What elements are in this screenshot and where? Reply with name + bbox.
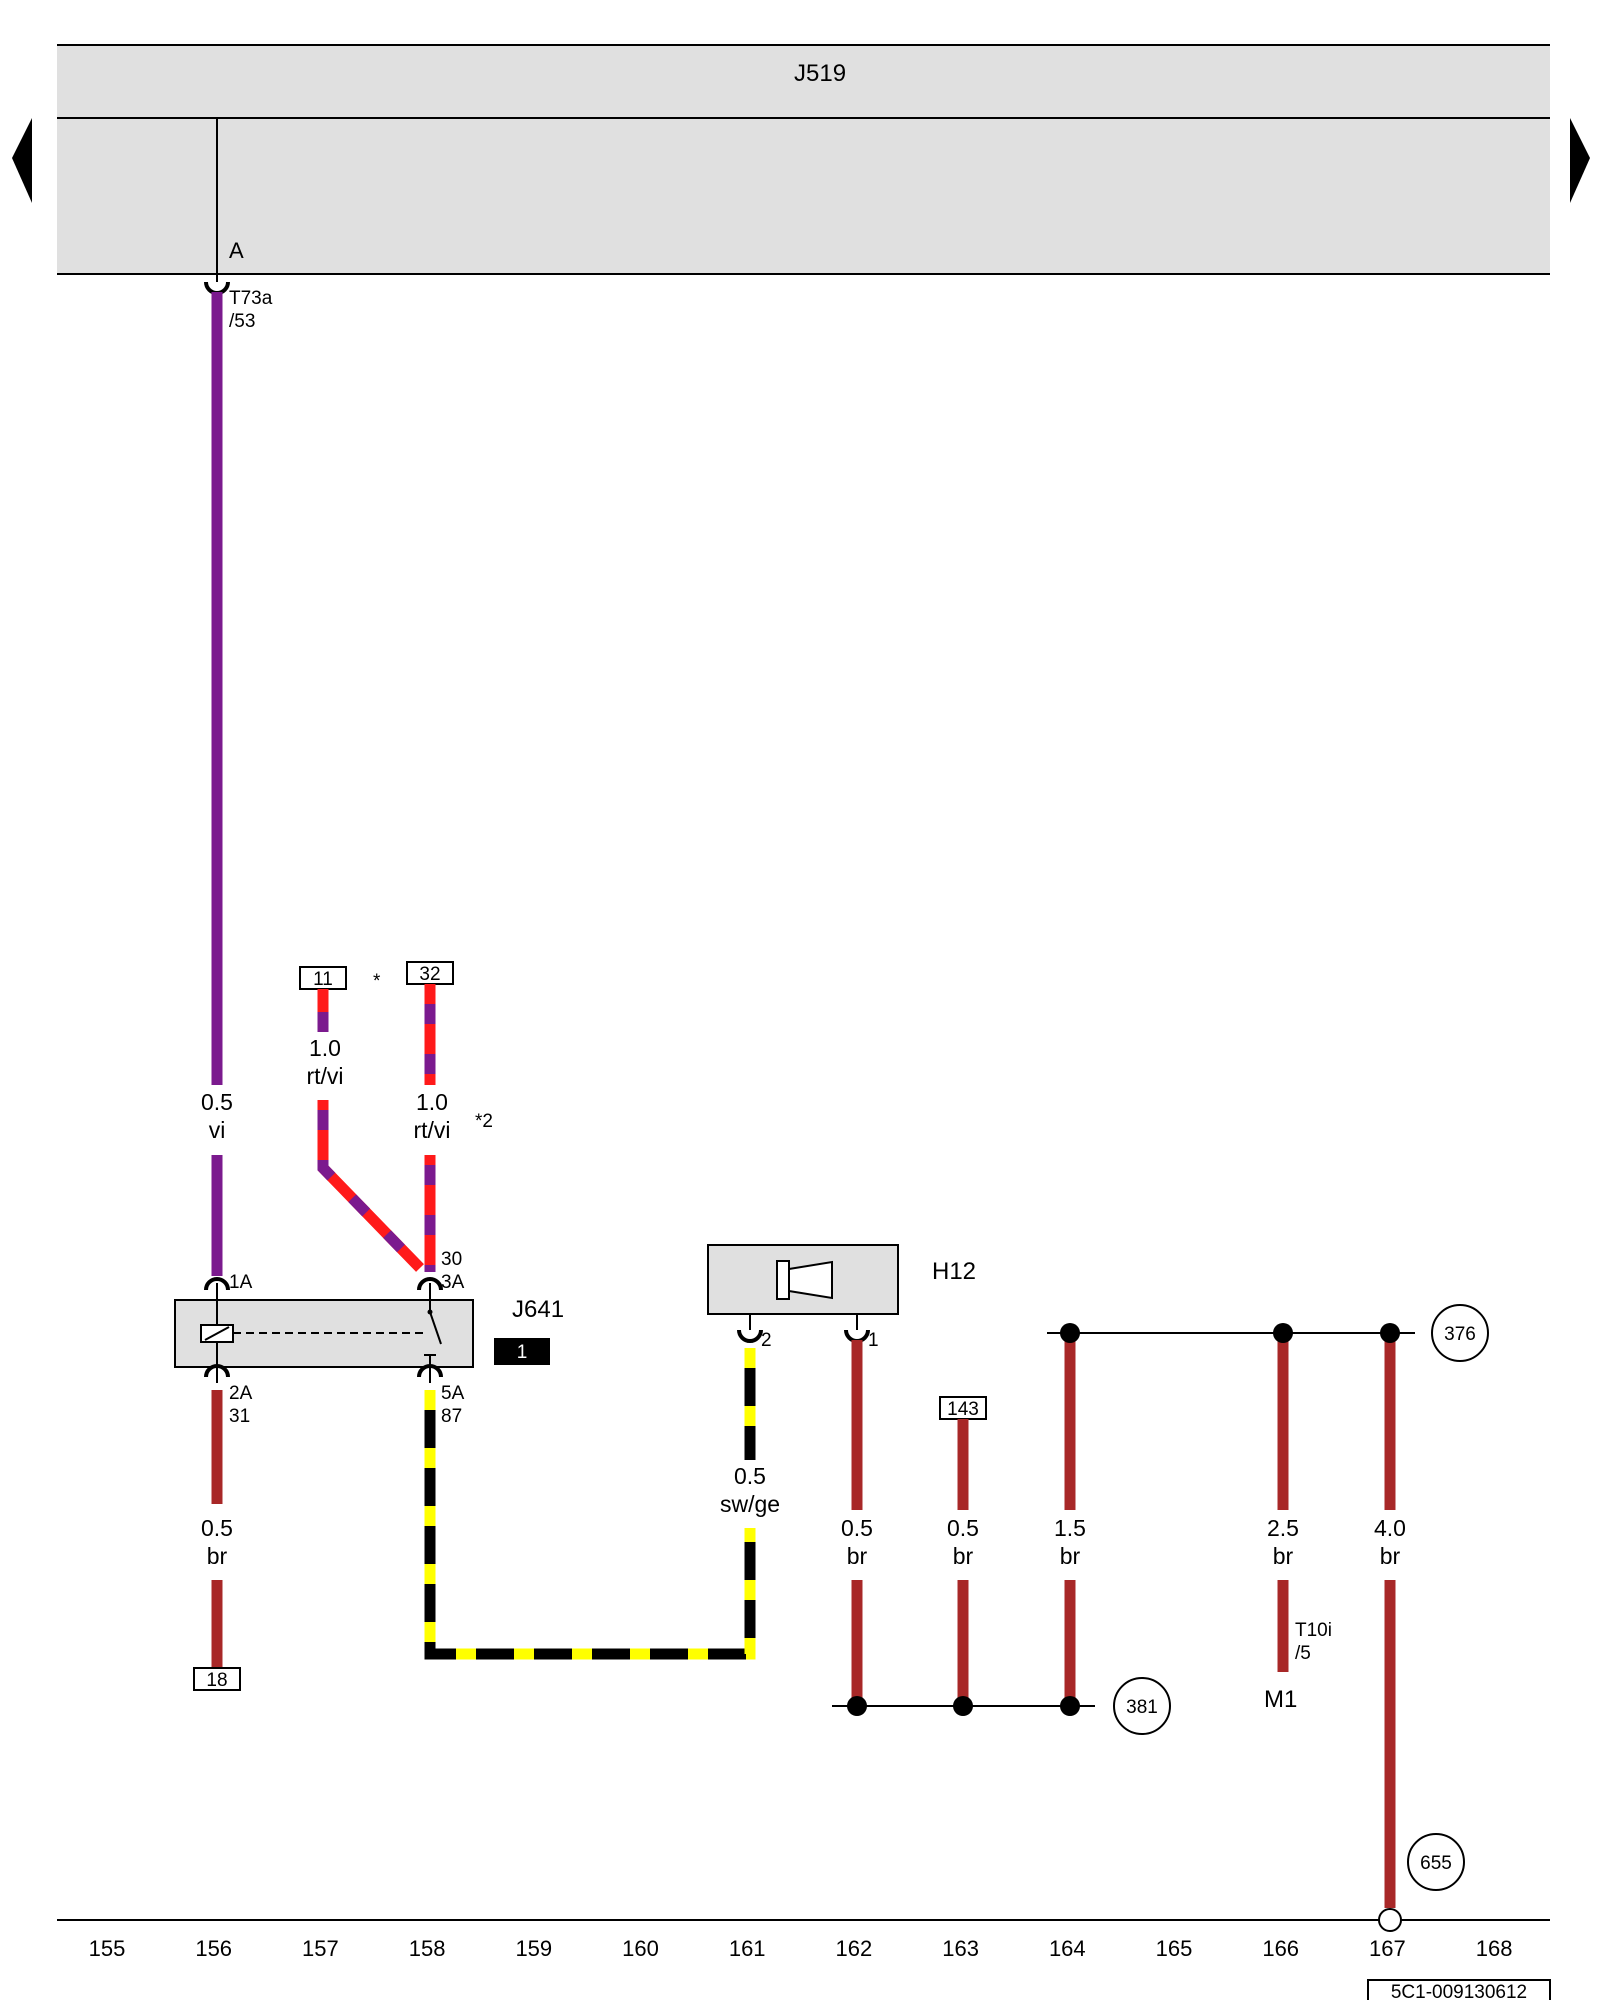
relay-pin-1a: 1A [229, 1272, 253, 1293]
relay-pin-5a-connector-icon [417, 1364, 443, 1378]
horn-icon [776, 1260, 790, 1300]
relay-pin-2a: 2A [229, 1383, 253, 1404]
control-unit-pin-label: A [229, 238, 244, 263]
relay-label: J641 [512, 1296, 564, 1323]
horn-h12 [707, 1244, 899, 1330]
horn-pin-2-connector-icon [737, 1329, 763, 1343]
wire-brown-162-color: br [847, 1543, 868, 1569]
wire-brown-166-size: 2.5 [1267, 1515, 1299, 1541]
ref-box-143-label: 143 [947, 1399, 979, 1420]
wire-swge-size: 0.5 [734, 1463, 766, 1489]
footnote-2: *2 [475, 1111, 493, 1132]
ground-ref-655-label: 655 [1420, 1853, 1452, 1874]
relay-pin-30: 30 [441, 1249, 462, 1270]
wire-violet-color: vi [209, 1117, 226, 1143]
wire-rtvi-158-color: rt/vi [413, 1117, 450, 1143]
junction-bar-381 [832, 1696, 1095, 1716]
wire-brown-166-color: br [1273, 1543, 1294, 1569]
wire-rtvi-157-size: 1.0 [309, 1035, 341, 1061]
grid-number: 160 [622, 1936, 659, 1961]
relay-pin-3a-connector-icon [417, 1277, 443, 1291]
grid-number: 158 [409, 1936, 446, 1961]
motor-label: M1 [1264, 1686, 1297, 1713]
wire-brown-163-color: br [953, 1543, 974, 1569]
grid-number: 155 [89, 1936, 126, 1961]
relay-pin-3a: 3A [441, 1272, 465, 1293]
junction-dot [847, 1696, 867, 1716]
junction-dot [1060, 1323, 1080, 1343]
doc-code: 5C1-009130612 [1391, 1982, 1527, 2000]
grid-number: 156 [195, 1936, 232, 1961]
wire-violet-size: 0.5 [201, 1089, 233, 1115]
relay-switch-icon [429, 1311, 442, 1345]
ref-box-18[interactable] [193, 1667, 241, 1691]
horn-pin-1-connector-icon [844, 1329, 870, 1343]
ground-connection-icon [1378, 1908, 1402, 1932]
grid-numbers: 155 156 157 158 159 160 161 162 163 164 165 166 167 1… [89, 1936, 1513, 1961]
grid-number: 163 [942, 1936, 979, 1961]
wire-red-violet-157 [317, 989, 424, 1272]
relay-pin-1a-connector-icon [204, 1277, 230, 1291]
grid-number: 168 [1476, 1936, 1513, 1961]
horn-pin-1: 1 [868, 1330, 879, 1351]
horn-label: H12 [932, 1258, 976, 1285]
wire-brown-167-color: br [1380, 1543, 1401, 1569]
grid-number: 167 [1369, 1936, 1406, 1961]
grid-number: 161 [729, 1936, 766, 1961]
wire-brown-162-size: 0.5 [841, 1515, 873, 1541]
wire-brown-156-size: 0.5 [201, 1515, 233, 1541]
relay-pin-2a-connector-icon [204, 1364, 230, 1378]
ref-box-32-label: 32 [419, 964, 440, 985]
motor-connector-pin: /5 [1295, 1643, 1311, 1664]
ground-ref-376-label: 376 [1444, 1324, 1476, 1345]
junction-dot [1380, 1323, 1400, 1343]
junction-dot [953, 1696, 973, 1716]
control-unit-j519: J519 A [57, 44, 1550, 282]
relay-pin-31: 31 [229, 1406, 250, 1427]
wire-brown-163-size: 0.5 [947, 1515, 979, 1541]
prev-page-arrow-icon[interactable] [12, 118, 32, 203]
connector-t73a-pin: /53 [229, 311, 255, 332]
ref-box-11-label: 11 [313, 969, 333, 990]
grid-number: 165 [1156, 1936, 1193, 1961]
grid-number: 166 [1262, 1936, 1299, 1961]
ground-ref-381-label: 381 [1126, 1697, 1158, 1718]
grid-number: 157 [302, 1936, 339, 1961]
doc-code-box [1367, 1979, 1551, 2000]
relay-badge[interactable] [494, 1338, 550, 1365]
wire-brown-167-size: 4.0 [1374, 1515, 1406, 1541]
wire-rtvi-158-size: 1.0 [416, 1089, 448, 1115]
control-unit-label: J519 [794, 60, 846, 87]
wire-swge-color: sw/ge [720, 1491, 780, 1517]
junction-dot [1060, 1696, 1080, 1716]
ref-box-18-label: 18 [206, 1670, 227, 1691]
connector-t73a-icon [204, 281, 230, 295]
ground-ref-655[interactable] [1407, 1833, 1465, 1891]
relay-j641 [174, 1283, 474, 1383]
wire-brown-156-color: br [207, 1543, 228, 1569]
junction-bar-376 [1047, 1323, 1415, 1343]
asterisk-note: * [373, 971, 381, 992]
grid-number: 164 [1049, 1936, 1086, 1961]
wire-rtvi-157-color: rt/vi [306, 1063, 343, 1089]
wire-brown-164-color: br [1060, 1543, 1081, 1569]
next-page-arrow-icon[interactable] [1570, 118, 1590, 203]
horn-pin-2: 2 [761, 1330, 772, 1351]
grid-number: 159 [515, 1936, 552, 1961]
grid-number: 162 [836, 1936, 873, 1961]
junction-dot [1273, 1323, 1293, 1343]
relay-pin-87: 87 [441, 1406, 462, 1427]
wire-brown-164-size: 1.5 [1054, 1515, 1086, 1541]
motor-connector: T10i [1295, 1620, 1332, 1641]
relay-badge-label: 1 [517, 1342, 528, 1363]
relay-pin-5a: 5A [441, 1383, 465, 1404]
ground-ref-381[interactable] [1113, 1677, 1171, 1735]
connector-t73a-label: T73a [229, 288, 273, 309]
ground-ref-376[interactable] [1431, 1304, 1489, 1362]
wire-black-yellow [424, 1348, 756, 1660]
